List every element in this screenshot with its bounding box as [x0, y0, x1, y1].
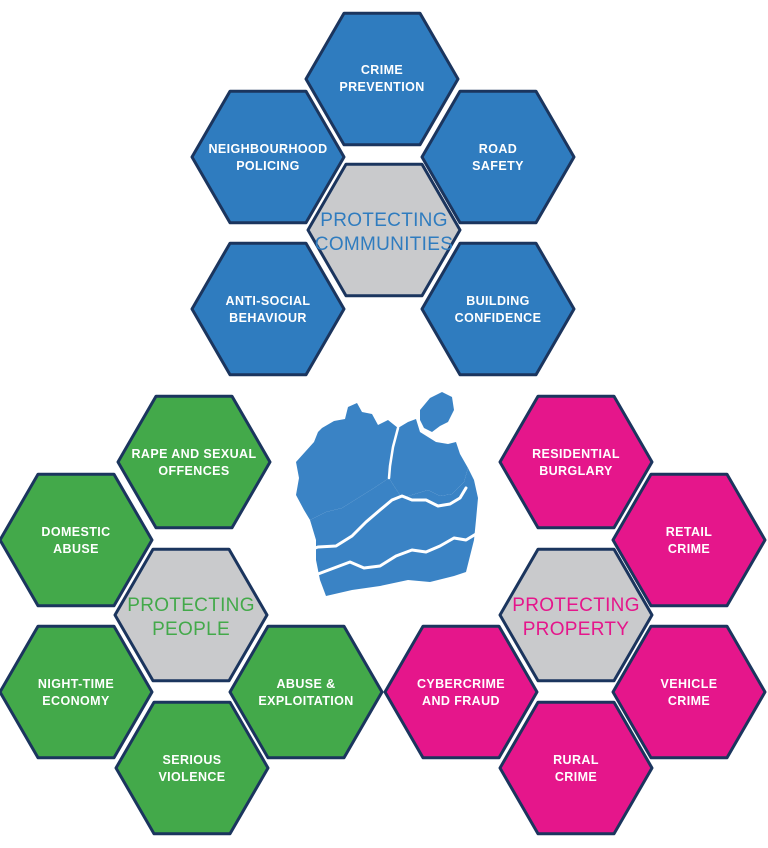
hex-road-safety: ROAD SAFETY	[420, 89, 576, 225]
county-map-river-upper	[302, 486, 468, 554]
county-map-west-region	[296, 403, 398, 520]
hex-label-line1: RAPE AND SEXUAL	[132, 447, 257, 461]
hex-label-line2: ABUSE	[53, 542, 99, 556]
hex-shape	[498, 394, 654, 530]
hex-label-line2: VIOLENCE	[158, 770, 225, 784]
hex-label-line2: CONFIDENCE	[455, 311, 542, 325]
hex-label-line1: DOMESTIC	[41, 525, 110, 539]
county-map-boundary	[387, 426, 400, 480]
hex-shape	[611, 472, 767, 608]
hex-retail-crime: RETAIL CRIME	[611, 472, 767, 608]
hex-shape	[420, 89, 576, 225]
hex-label-line1: CRIME	[361, 63, 403, 77]
cluster-protecting-people: RAPE AND SEXUAL OFFENCES DOMESTIC ABUSE …	[0, 394, 384, 836]
hex-label-line2: PREVENTION	[339, 80, 424, 94]
hex-label-line1: VEHICLE	[661, 677, 718, 691]
hex-label-line2: AND FRAUD	[422, 694, 500, 708]
hex-shape	[0, 624, 154, 760]
hex-label-line1: ROAD	[479, 142, 517, 156]
hex-center-protecting-property: PROTECTING PROPERTY	[498, 547, 654, 683]
hex-shape	[498, 700, 654, 836]
center-label-line1: PROTECTING	[320, 210, 448, 231]
hex-label-line2: OFFENCES	[158, 464, 229, 478]
hex-label-line2: EXPLOITATION	[258, 694, 353, 708]
hex-shape	[306, 162, 462, 298]
hex-night-time-economy: NIGHT-TIME ECONOMY	[0, 624, 154, 760]
hex-label-line2: CRIME	[555, 770, 597, 784]
hex-label-line1: ABUSE &	[276, 677, 335, 691]
hex-label-line2: BURGLARY	[539, 464, 613, 478]
hex-label-line1: ANTI-SOCIAL	[226, 294, 311, 308]
hex-residential-burglary: RESIDENTIAL BURGLARY	[498, 394, 654, 530]
hex-serious-violence: SERIOUS VIOLENCE	[114, 700, 270, 836]
hex-label-line2: CRIME	[668, 694, 710, 708]
county-map-north-east-region	[389, 419, 468, 498]
hex-label-line1: RESIDENTIAL	[532, 447, 620, 461]
hex-shape	[611, 624, 767, 760]
center-label-line2: PROPERTY	[523, 619, 630, 640]
hex-anti-social-behaviour: ANTI-SOCIAL BEHAVIOUR	[190, 241, 346, 377]
county-map-river-lower	[316, 532, 478, 576]
hex-building-confidence: BUILDING CONFIDENCE	[420, 241, 576, 377]
hex-shape	[190, 89, 346, 225]
hex-label-line1: RETAIL	[666, 525, 713, 539]
hex-shape	[383, 624, 539, 760]
center-label-line1: PROTECTING	[512, 595, 640, 616]
hex-abuse-and-exploitation: ABUSE & EXPLOITATION	[228, 624, 384, 760]
hex-cybercrime-and-fraud: CYBERCRIME AND FRAUD	[383, 624, 539, 760]
county-map-north-tip	[420, 392, 454, 432]
hex-label-line1: BUILDING	[466, 294, 530, 308]
hex-label-line2: ECONOMY	[42, 694, 110, 708]
hex-shape	[498, 547, 654, 683]
hex-shape	[114, 700, 270, 836]
hex-center-protecting-communities: PROTECTING COMMUNITIES	[306, 162, 462, 298]
center-label-line2: COMMUNITIES	[315, 234, 453, 255]
cluster-protecting-property: RESIDENTIAL BURGLARY RETAIL CRIME CYBERC…	[383, 394, 767, 836]
hex-shape	[304, 11, 460, 147]
hex-label-line2: SAFETY	[472, 159, 524, 173]
hex-domestic-abuse: DOMESTIC ABUSE	[0, 472, 154, 608]
hex-label-line1: NIGHT-TIME	[38, 677, 114, 691]
hex-label-line1: SERIOUS	[162, 753, 221, 767]
hex-label-line2: POLICING	[236, 159, 300, 173]
hex-center-protecting-people: PROTECTING PEOPLE	[113, 547, 269, 683]
hex-shape	[0, 472, 154, 608]
hex-label-line1: CYBERCRIME	[417, 677, 505, 691]
hex-label-line1: NEIGHBOURHOOD	[208, 142, 327, 156]
hex-rape-and-sexual-offences: RAPE AND SEXUAL OFFENCES	[116, 394, 272, 530]
cluster-protecting-communities: CRIME PREVENTION NEIGHBOURHOOD POLICING …	[190, 11, 576, 377]
center-label-line1: PROTECTING	[127, 595, 255, 616]
hex-rural-crime: RURAL CRIME	[498, 700, 654, 836]
hex-label-line2: CRIME	[668, 542, 710, 556]
hex-shape	[116, 394, 272, 530]
hex-shape	[420, 241, 576, 377]
hex-crime-prevention: CRIME PREVENTION	[304, 11, 460, 147]
hex-shape	[190, 241, 346, 377]
hex-vehicle-crime: VEHICLE CRIME	[611, 624, 767, 760]
hex-neighbourhood-policing: NEIGHBOURHOOD POLICING	[190, 89, 346, 225]
hex-shape	[113, 547, 269, 683]
county-map-illustration	[296, 392, 478, 596]
center-label-line2: PEOPLE	[152, 619, 230, 640]
hex-label-line1: RURAL	[553, 753, 599, 767]
hex-shape	[228, 624, 384, 760]
hex-label-line2: BEHAVIOUR	[229, 311, 307, 325]
